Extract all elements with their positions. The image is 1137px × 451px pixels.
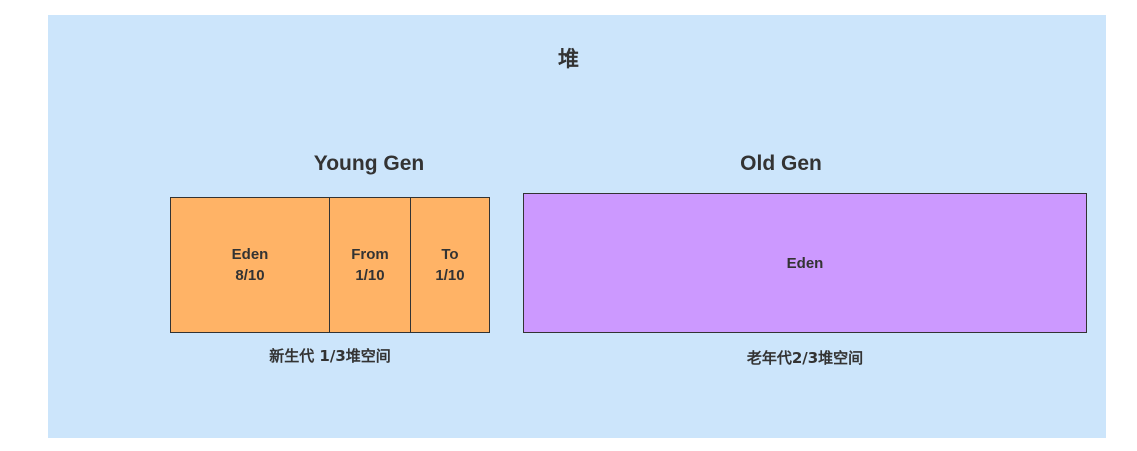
- eden-ratio: 8/10: [235, 267, 265, 284]
- to-label: To: [441, 246, 459, 263]
- from-survivor-box: From 1/10: [329, 197, 411, 333]
- heap-title: 堆: [558, 47, 579, 71]
- from-label: From: [351, 246, 389, 263]
- young-gen-caption: 新生代 1/3堆空间: [269, 347, 391, 365]
- to-survivor-box: To 1/10: [410, 197, 490, 333]
- old-gen-caption: 老年代2/3堆空间: [746, 349, 864, 367]
- old-gen-box-label: Eden: [786, 254, 824, 272]
- old-gen-title: Old Gen: [740, 152, 822, 175]
- from-ratio: 1/10: [355, 267, 385, 284]
- to-ratio: 1/10: [435, 267, 465, 284]
- eden-box: Eden 8/10: [170, 197, 330, 333]
- old-gen-box: Eden: [523, 193, 1087, 333]
- eden-label: Eden: [231, 246, 269, 263]
- young-gen-title: Young Gen: [313, 152, 425, 175]
